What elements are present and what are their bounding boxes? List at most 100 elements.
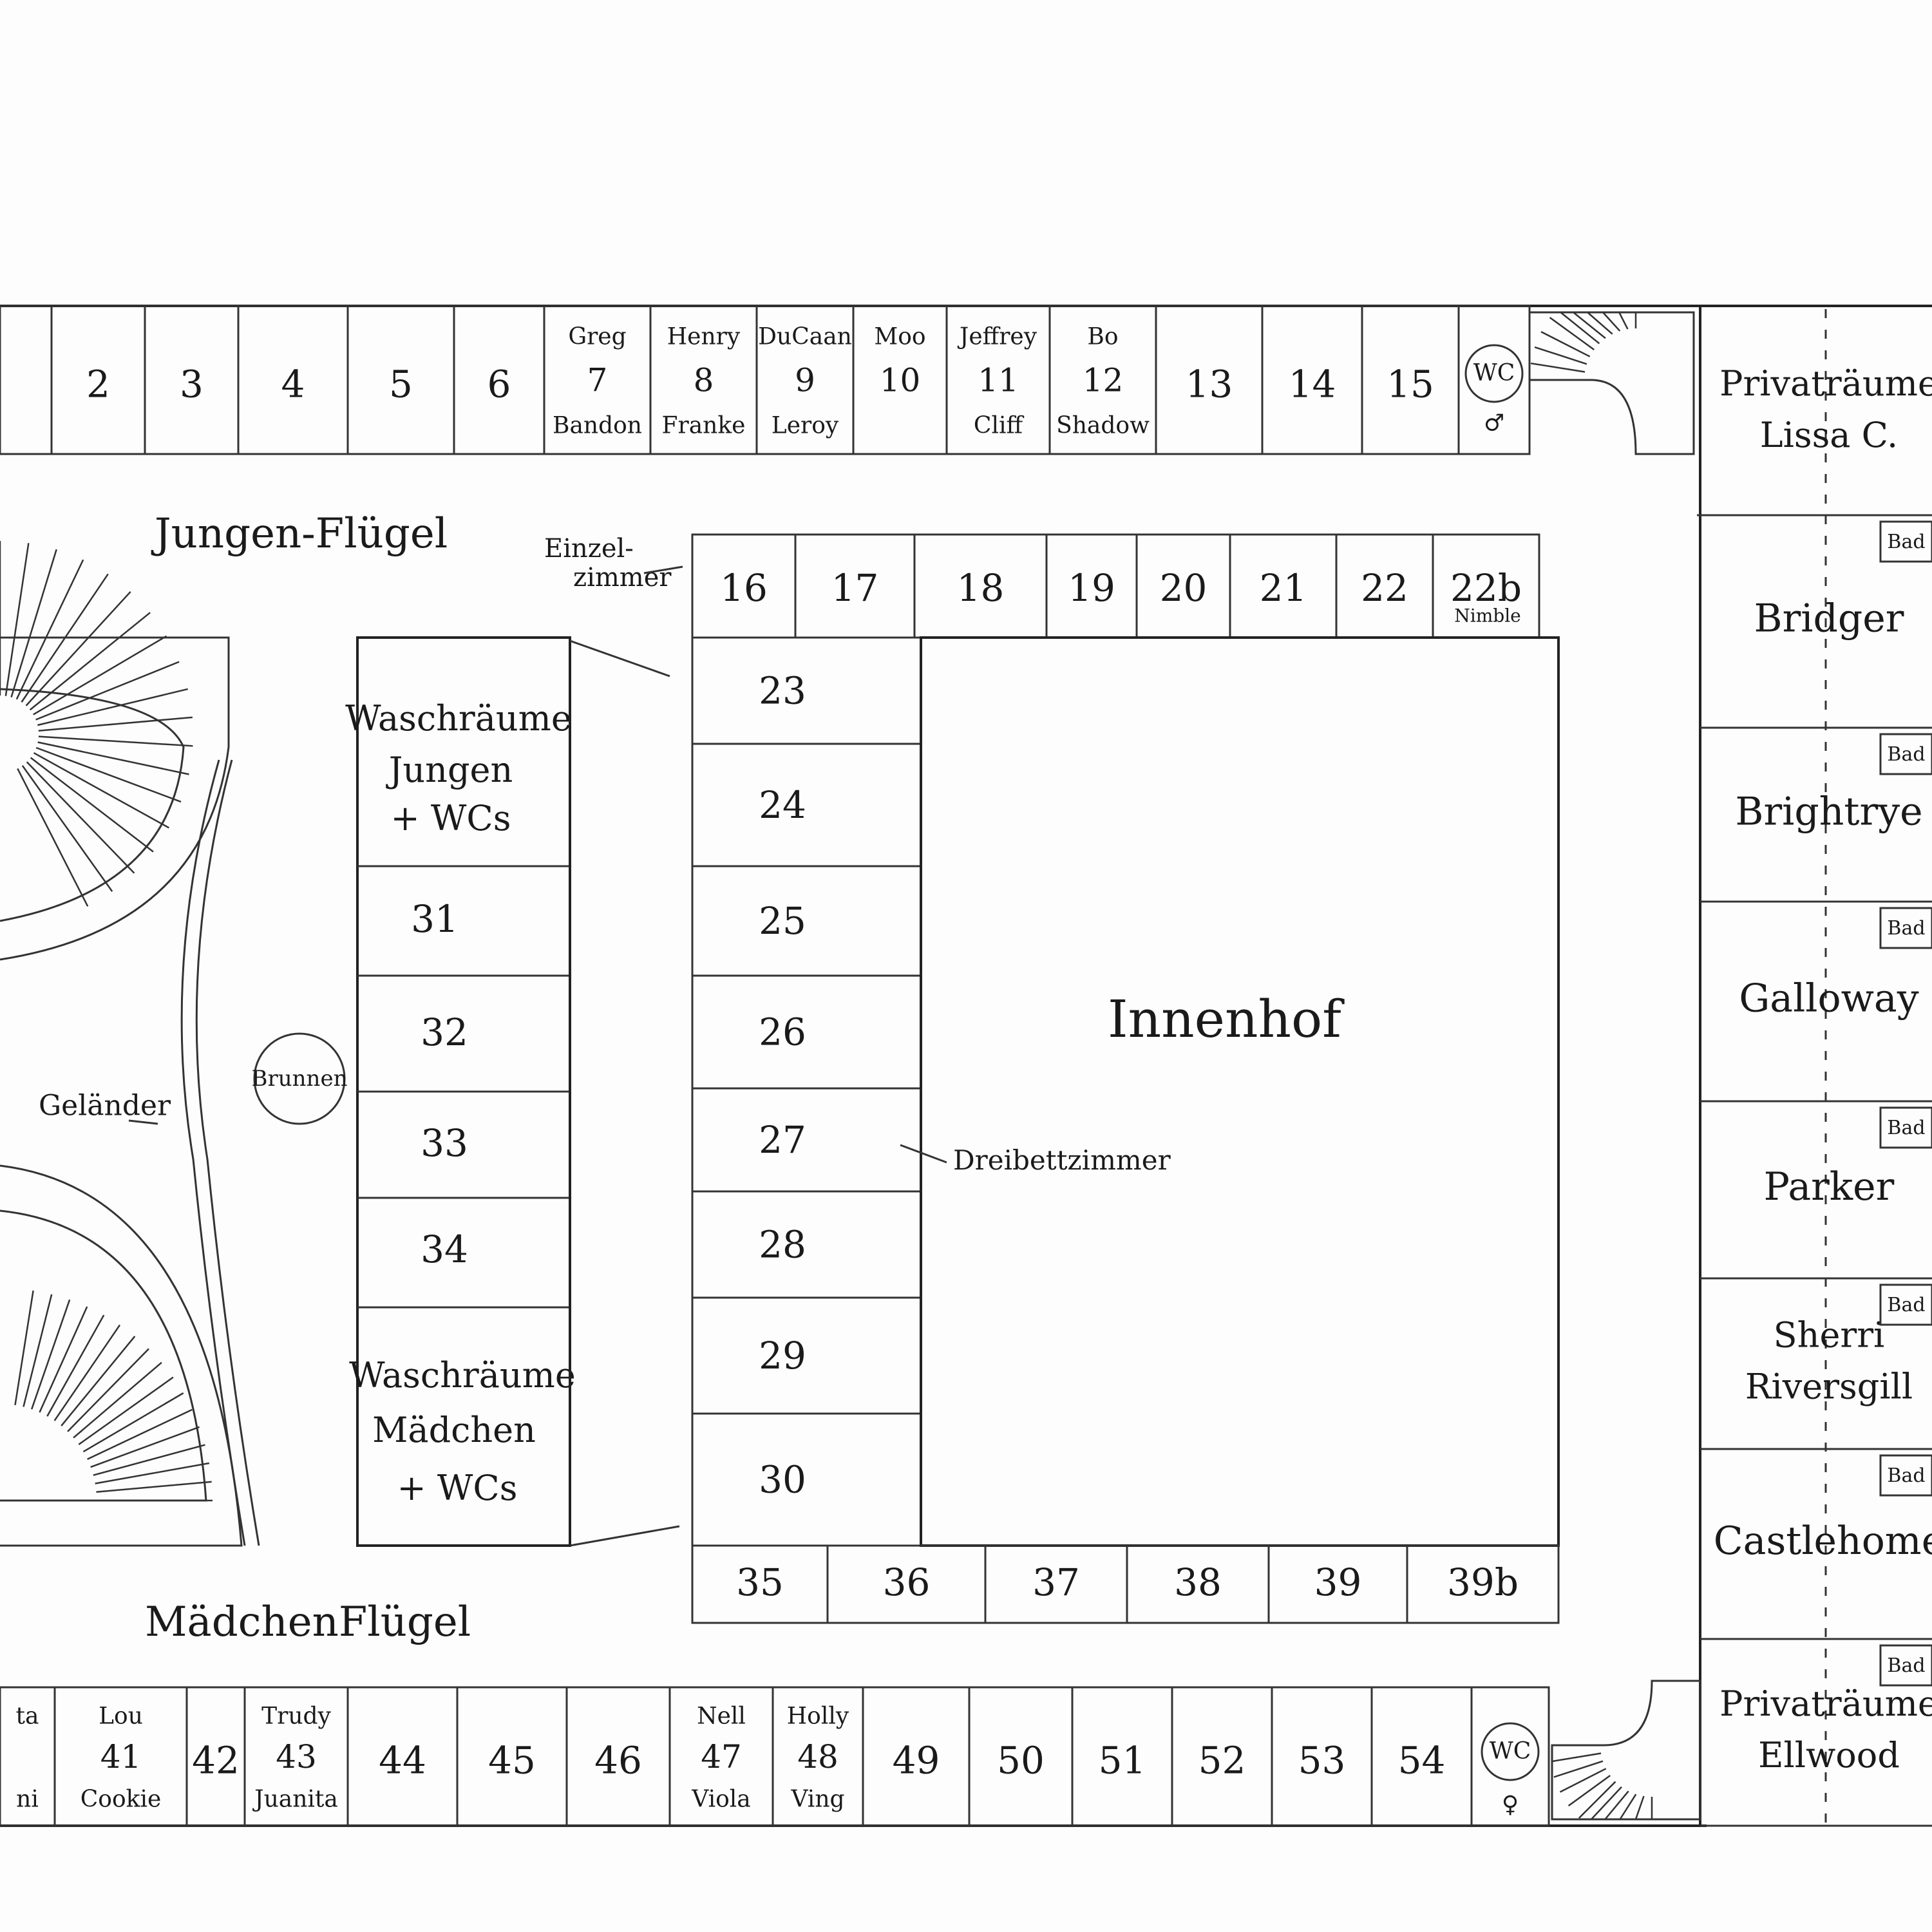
male-symbol-icon: ♂ <box>1484 410 1504 437</box>
spiral-staircase-lower-icon <box>0 1164 243 1547</box>
room-number: 11 <box>978 362 1019 399</box>
room-number: 49 <box>893 1738 940 1782</box>
girls-washroom-line3: + WCs <box>397 1468 518 1508</box>
bathroom-tag: Bad <box>1887 1464 1925 1487</box>
private-room: Bridger Bad <box>1700 520 1932 729</box>
room-occupant: Franke <box>662 413 746 439</box>
room-number: 37 <box>1032 1560 1080 1604</box>
courtyard-label: Innenhof <box>1108 989 1345 1049</box>
room-number: 39b <box>1447 1560 1519 1604</box>
room-number: 53 <box>1298 1738 1346 1782</box>
room-number: 13 <box>1186 363 1233 406</box>
railing-label: Geländer <box>39 1090 171 1122</box>
room-number: 38 <box>1174 1560 1222 1604</box>
room-number: 8 <box>694 362 714 399</box>
arrow-icon <box>128 1119 158 1125</box>
room-occupant: Bridger <box>1754 596 1904 641</box>
room-occupant: Greg <box>568 324 626 350</box>
room-33: 33 <box>421 1121 468 1165</box>
room-number: 42 <box>192 1738 240 1782</box>
room-number: 20 <box>1160 566 1208 610</box>
room-number: 27 <box>759 1118 806 1162</box>
room-occupant: Riversgill <box>1745 1367 1913 1407</box>
middle-room-column: Waschräume Jungen + WCs 31 32 33 34 Wasc… <box>345 636 576 1547</box>
room-number: 30 <box>759 1458 806 1502</box>
room-number: 19 <box>1068 566 1115 610</box>
stairs-bottom-right-icon <box>1551 1680 1701 1821</box>
room-occupant: Lou <box>99 1703 143 1729</box>
room-number: 5 <box>389 363 413 406</box>
room-number: 10 <box>880 362 921 399</box>
room-number: 46 <box>594 1738 642 1782</box>
pointer-line-icon <box>900 1144 947 1164</box>
bathroom-tag: Bad <box>1887 743 1925 766</box>
room-occupant: Juanita <box>252 1786 338 1812</box>
room-22b: 22b <box>1432 533 1540 639</box>
boys-washroom-line3: + WCs <box>391 798 511 838</box>
room-46: 46 <box>565 1686 671 1827</box>
boys-washroom-line1: Waschräume <box>345 698 572 739</box>
bathroom-tag: Bad <box>1887 1117 1925 1139</box>
room-occupant: ni <box>16 1786 39 1812</box>
bathroom-tag: Bad <box>1887 531 1925 553</box>
boys-wing-label: Jungen-Flügel <box>151 510 448 558</box>
room-number: 4 <box>281 363 305 406</box>
room-number: 18 <box>957 566 1005 610</box>
room-occupant: ta <box>16 1703 39 1729</box>
room-occupant: Henry <box>667 324 741 350</box>
room-45: 45 <box>456 1686 568 1827</box>
wc-boys: WC ♂ <box>1457 305 1531 455</box>
single-room-label-line1: Einzel- <box>544 534 634 564</box>
room-number: 22 <box>1361 566 1408 610</box>
room-number: 25 <box>759 899 806 943</box>
room-number: 2 <box>86 363 110 406</box>
room-34: 34 <box>421 1227 468 1271</box>
room-number: 36 <box>883 1560 931 1604</box>
room-occupant: Brightrye <box>1735 790 1922 835</box>
spiral-staircase-upper-icon <box>0 541 230 961</box>
room-number: 17 <box>831 566 879 610</box>
girls-wing-label: MädchenFlügel <box>145 1598 471 1646</box>
room-number: 28 <box>759 1223 806 1267</box>
room-occupant: Shadow <box>1056 413 1150 439</box>
room-39b: 39b <box>1406 1544 1560 1624</box>
room-occupant: Cookie <box>80 1786 162 1812</box>
room-19: 19 <box>1045 533 1138 639</box>
room-4: 4 <box>237 305 349 455</box>
room-42: 42 <box>185 1686 246 1827</box>
inner-hallway <box>569 638 680 1547</box>
room-number: 50 <box>997 1738 1045 1782</box>
room-occupant: Cliff <box>974 413 1025 439</box>
room-35: 35 <box>691 1544 829 1624</box>
bathroom-tag: Bad <box>1887 1654 1925 1677</box>
room-number: 43 <box>276 1738 317 1776</box>
room-number: 44 <box>379 1738 426 1782</box>
room-occupant: Bo <box>1087 324 1118 350</box>
room-13: 13 <box>1155 305 1264 455</box>
room-occupant: Ellwood <box>1758 1735 1900 1776</box>
room-38: 38 <box>1126 1544 1270 1624</box>
room-number: 24 <box>759 783 806 827</box>
wc-girls: WC ♀ <box>1470 1686 1550 1827</box>
room-number: 16 <box>720 566 768 610</box>
room-49: 49 <box>862 1686 971 1827</box>
room-occupant: Privaträume <box>1719 363 1932 404</box>
wc-circle <box>1481 1722 1540 1781</box>
room-number: 21 <box>1260 566 1307 610</box>
room-number: 29 <box>759 1334 806 1378</box>
room-39: 39 <box>1267 1544 1408 1624</box>
room-occupant: Nell <box>697 1703 746 1729</box>
room-number: 14 <box>1289 363 1336 406</box>
private-room: Brightrye Bad <box>1700 733 1932 903</box>
wc-boys-label: WC <box>1473 360 1515 386</box>
room-occupant: DuCaan <box>758 324 852 350</box>
